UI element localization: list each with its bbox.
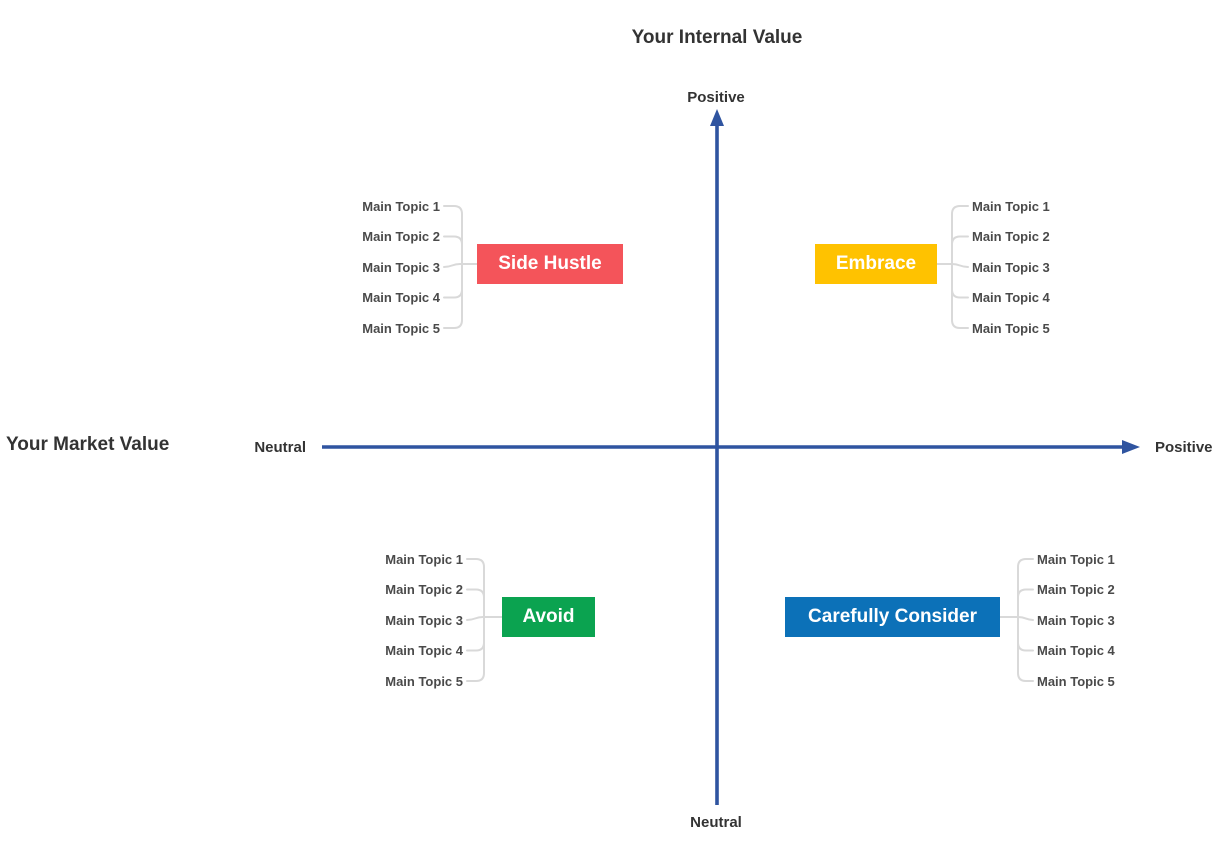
y-axis-bottom-label: Neutral [690,814,742,831]
topic-list-top-right: Main Topic 1 Main Topic 2 Main Topic 3 M… [972,191,1082,344]
topic-label[interactable]: Main Topic 1 [362,198,440,214]
topic-label[interactable]: Main Topic 2 [972,229,1050,244]
y-axis-arrow-icon [710,109,724,126]
connector-top-right [936,205,969,329]
topic-label[interactable]: Main Topic 3 [972,259,1050,275]
topic-label[interactable]: Main Topic 5 [385,673,463,689]
connector-bottom-left [466,558,503,682]
topic-label[interactable]: Main Topic 4 [362,290,440,305]
topic-label[interactable]: Main Topic 3 [1037,612,1115,628]
topic-list-top-left: Main Topic 1 Main Topic 2 Main Topic 3 M… [330,191,440,344]
topic-list-bottom-left: Main Topic 1 Main Topic 2 Main Topic 3 M… [353,544,463,697]
chart-title: Your Internal Value [631,27,803,48]
quadrant-box-carefully-consider[interactable]: Carefully Consider [785,597,1000,637]
topic-label[interactable]: Main Topic 1 [972,198,1050,214]
topic-label[interactable]: Main Topic 2 [385,582,463,597]
topic-label[interactable]: Main Topic 5 [972,320,1050,336]
quadrant-box-embrace[interactable]: Embrace [815,244,937,284]
topic-label[interactable]: Main Topic 4 [1037,643,1115,658]
topic-label[interactable]: Main Topic 1 [385,551,463,567]
topic-label[interactable]: Main Topic 5 [362,320,440,336]
topic-list-bottom-right: Main Topic 1 Main Topic 2 Main Topic 3 M… [1037,544,1147,697]
connector-top-left [443,205,478,329]
quadrant-box-avoid[interactable]: Avoid [502,597,595,637]
connector-bottom-right [999,558,1034,682]
x-axis-title: Your Market Value [6,434,170,455]
quadrant-box-side-hustle[interactable]: Side Hustle [477,244,623,284]
topic-label[interactable]: Main Topic 5 [1037,673,1115,689]
topic-label[interactable]: Main Topic 4 [385,643,463,658]
topic-label[interactable]: Main Topic 2 [362,229,440,244]
topic-label[interactable]: Main Topic 3 [385,612,463,628]
x-axis-right-label: Positive [1155,439,1213,456]
x-axis-arrow-icon [1122,440,1140,454]
topic-label[interactable]: Main Topic 2 [1037,582,1115,597]
topic-label[interactable]: Main Topic 3 [362,259,440,275]
y-axis-top-label: Positive [687,89,745,106]
x-axis-left-label: Neutral [254,439,306,456]
topic-label[interactable]: Main Topic 1 [1037,551,1115,567]
topic-label[interactable]: Main Topic 4 [972,290,1050,305]
